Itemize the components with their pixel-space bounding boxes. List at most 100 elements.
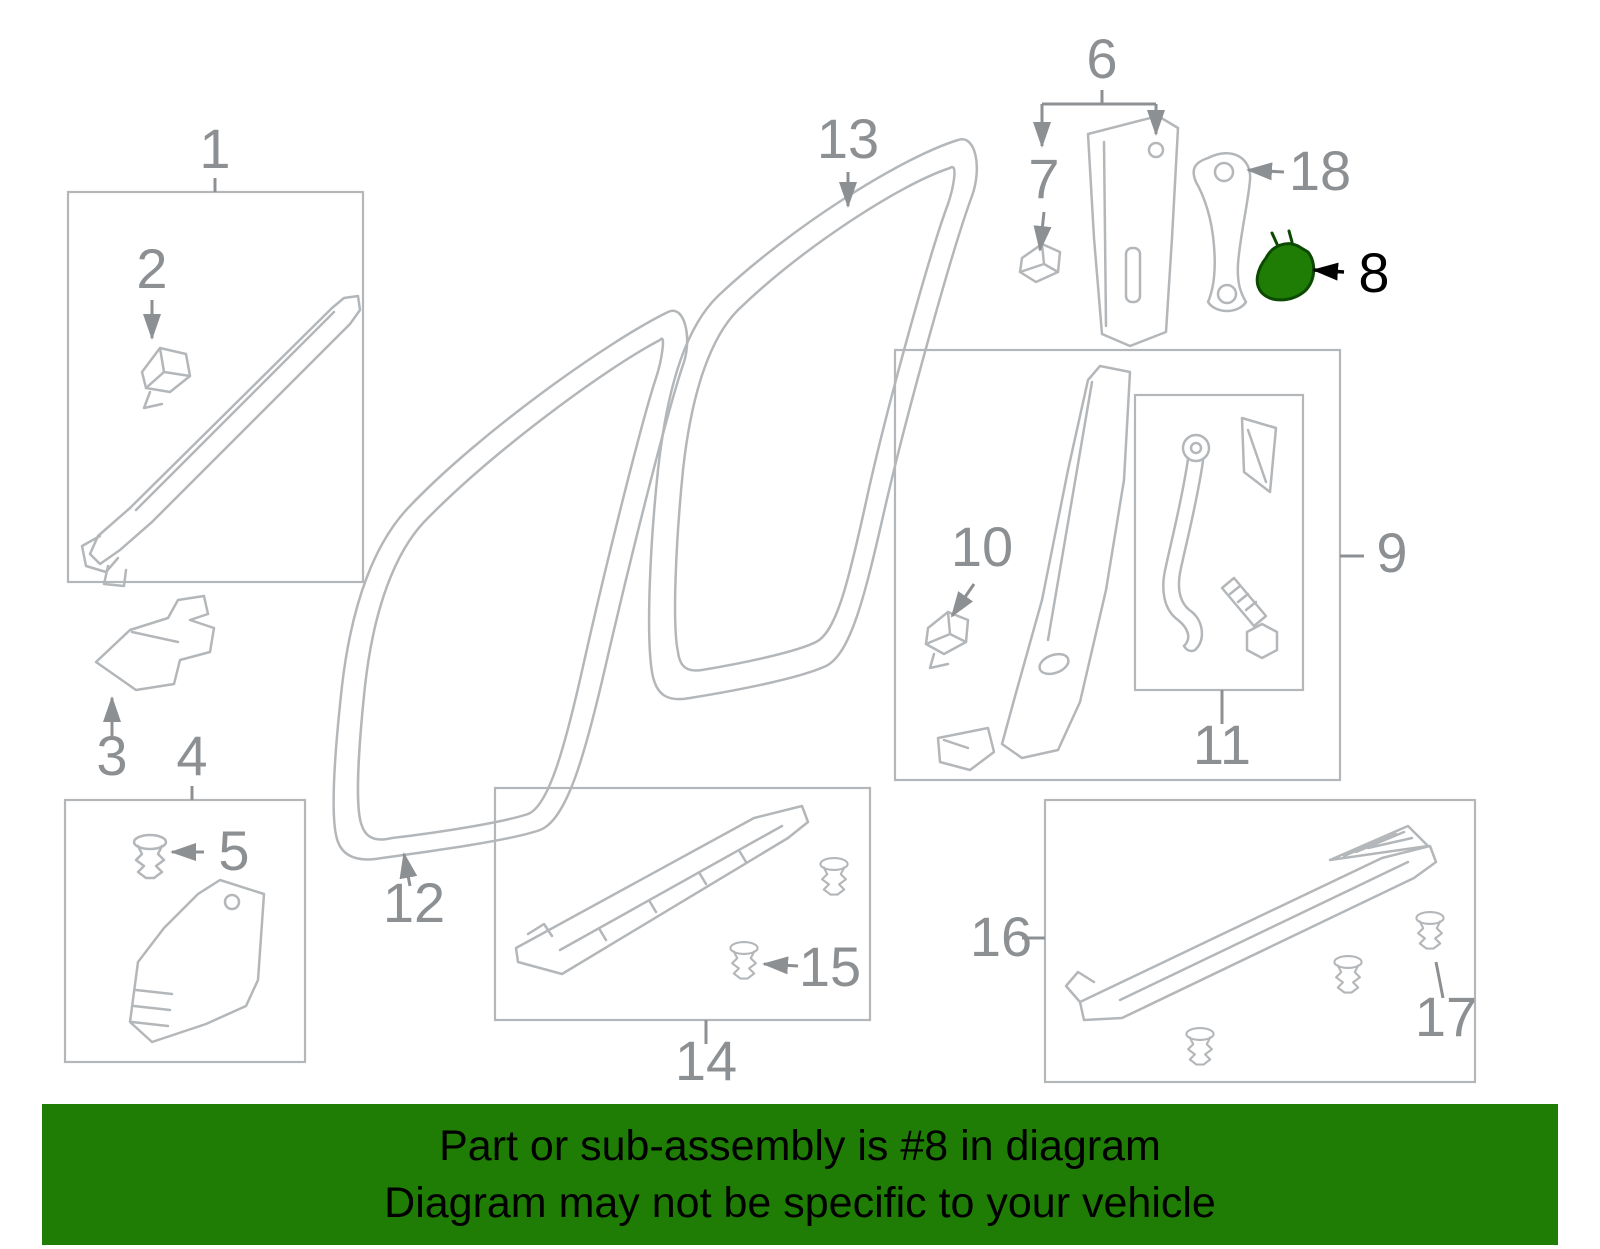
detail-line: [928, 652, 950, 670]
part-label-16: 16: [970, 905, 1032, 968]
push-clip-5-drawing: [132, 833, 168, 880]
detail-line: [142, 390, 164, 410]
group-box-4: [63, 798, 307, 1064]
detail-line: [942, 738, 970, 750]
push-clip-15b-drawing: [729, 940, 759, 980]
sill-plate-drawing: [514, 804, 810, 976]
detail-slot: [1124, 246, 1142, 304]
detail-hole: [1213, 161, 1235, 183]
part-label-11: 11: [1193, 713, 1251, 776]
part-label-1: 1: [199, 117, 230, 180]
seal-inner: [356, 337, 665, 841]
part-outline: [1086, 114, 1180, 348]
trim-clip-10-drawing: [924, 610, 970, 670]
a-pillar-upper-trim-drawing: [80, 294, 362, 588]
callout-arrow-15: [762, 956, 799, 975]
callout-bracket-6: [1042, 90, 1156, 106]
push-clip-15a-drawing: [819, 856, 849, 896]
detail-line: [1182, 644, 1197, 653]
part-label-5: 5: [218, 819, 249, 882]
group-box-16: [1043, 798, 1477, 1084]
part-outline: [94, 594, 216, 692]
push-clip-17b-drawing: [1333, 954, 1363, 994]
detail-hole: [1038, 652, 1070, 676]
detail-line: [102, 564, 128, 588]
detail-hole: [1189, 441, 1203, 455]
detail-line: [1118, 860, 1410, 1002]
detail-line: [1246, 428, 1268, 484]
callout-arrow-18: [1246, 162, 1285, 181]
hook-rod: [1177, 459, 1205, 652]
detail-line: [526, 922, 554, 938]
highlight-shape: [1255, 242, 1316, 302]
front-door-seal-drawing: [332, 309, 689, 861]
part-outline: [924, 610, 970, 656]
part-label-12: 12: [383, 871, 445, 934]
banner-line-2: Diagram may not be specific to your vehi…: [384, 1178, 1216, 1227]
bracket-3-drawing: [94, 594, 216, 692]
group-box-9: [893, 348, 1342, 782]
group-box-11: [1133, 393, 1305, 692]
corner-piece: [1240, 416, 1278, 494]
detail-line: [924, 610, 968, 646]
part-label-15: 15: [799, 935, 861, 998]
part-label-6: 6: [1086, 27, 1117, 90]
part-outline: [88, 294, 362, 566]
part-label-4: 4: [176, 724, 207, 787]
b-pillar-lower-trim-drawing: [936, 364, 1132, 772]
detail-line: [134, 310, 336, 512]
part-outline: [514, 804, 810, 976]
detail-line: [558, 824, 784, 952]
trim-clip-2-drawing: [140, 346, 192, 410]
part-label-14: 14: [675, 1029, 737, 1092]
bolt-threads: [1228, 584, 1258, 612]
detail-line: [1046, 380, 1094, 642]
detail-hole: [1216, 283, 1238, 305]
part-label-9: 9: [1376, 521, 1407, 584]
part-outline: [128, 878, 266, 1044]
callout-arrow-7: [1033, 211, 1052, 252]
rear-sill-garnish-drawing: [1064, 824, 1438, 1022]
part-label-3: 3: [96, 724, 127, 787]
highlighted-part-8: [1255, 229, 1316, 302]
bolt-shaft: [1220, 576, 1268, 628]
detail-line: [1064, 970, 1096, 1004]
hook-head: [1181, 433, 1211, 463]
grab-handle-drawing: [1192, 152, 1252, 313]
part-outline: [1192, 152, 1252, 313]
part-label-18: 18: [1289, 139, 1351, 202]
detail-hole: [223, 893, 241, 911]
detail-line: [1102, 140, 1108, 328]
callout-arrow-8: [1312, 262, 1345, 281]
detail-hole: [1147, 141, 1165, 159]
push-clip-17a-drawing: [1415, 910, 1445, 950]
part-label-13: 13: [817, 107, 879, 170]
banner-line-1: Part or sub-assembly is #8 in diagram: [439, 1121, 1161, 1170]
highlight-tabs: [1270, 229, 1294, 246]
seal-outer: [647, 138, 979, 701]
detail-bracket: [1328, 824, 1430, 862]
detail-line: [130, 988, 174, 1028]
part-outline: [1000, 364, 1132, 760]
part-label-10: 10: [951, 515, 1013, 578]
kick-panel-trim-drawing: [128, 878, 266, 1044]
detail-line: [144, 346, 192, 390]
b-pillar-upper-trim-drawing: [1086, 114, 1180, 348]
part-label-7: 7: [1028, 147, 1059, 210]
part-label-17: 17: [1415, 985, 1477, 1048]
highlight-banner: Part or sub-assembly is #8 in diagram Di…: [42, 1104, 1558, 1245]
parts-diagram: 1 2 3 4 5 6 7 8 9 10 11 12 13 14 15 16 1…: [63, 27, 1477, 1092]
callout-arrow-12: [399, 852, 418, 887]
push-clip-17c-drawing: [1185, 1026, 1215, 1066]
part-label-2: 2: [136, 237, 167, 300]
anchor-hardware-drawing: [1162, 416, 1279, 660]
part-outline: [1078, 844, 1438, 1022]
detail-foot: [936, 726, 996, 772]
detail-hatch: [1342, 830, 1414, 858]
hook-rod: [1162, 457, 1190, 648]
part-label-8-highlighted: 8: [1358, 241, 1389, 304]
seal-inner: [673, 165, 956, 672]
callout-line-17: [1434, 961, 1445, 999]
callout-arrow-10: [950, 583, 976, 618]
